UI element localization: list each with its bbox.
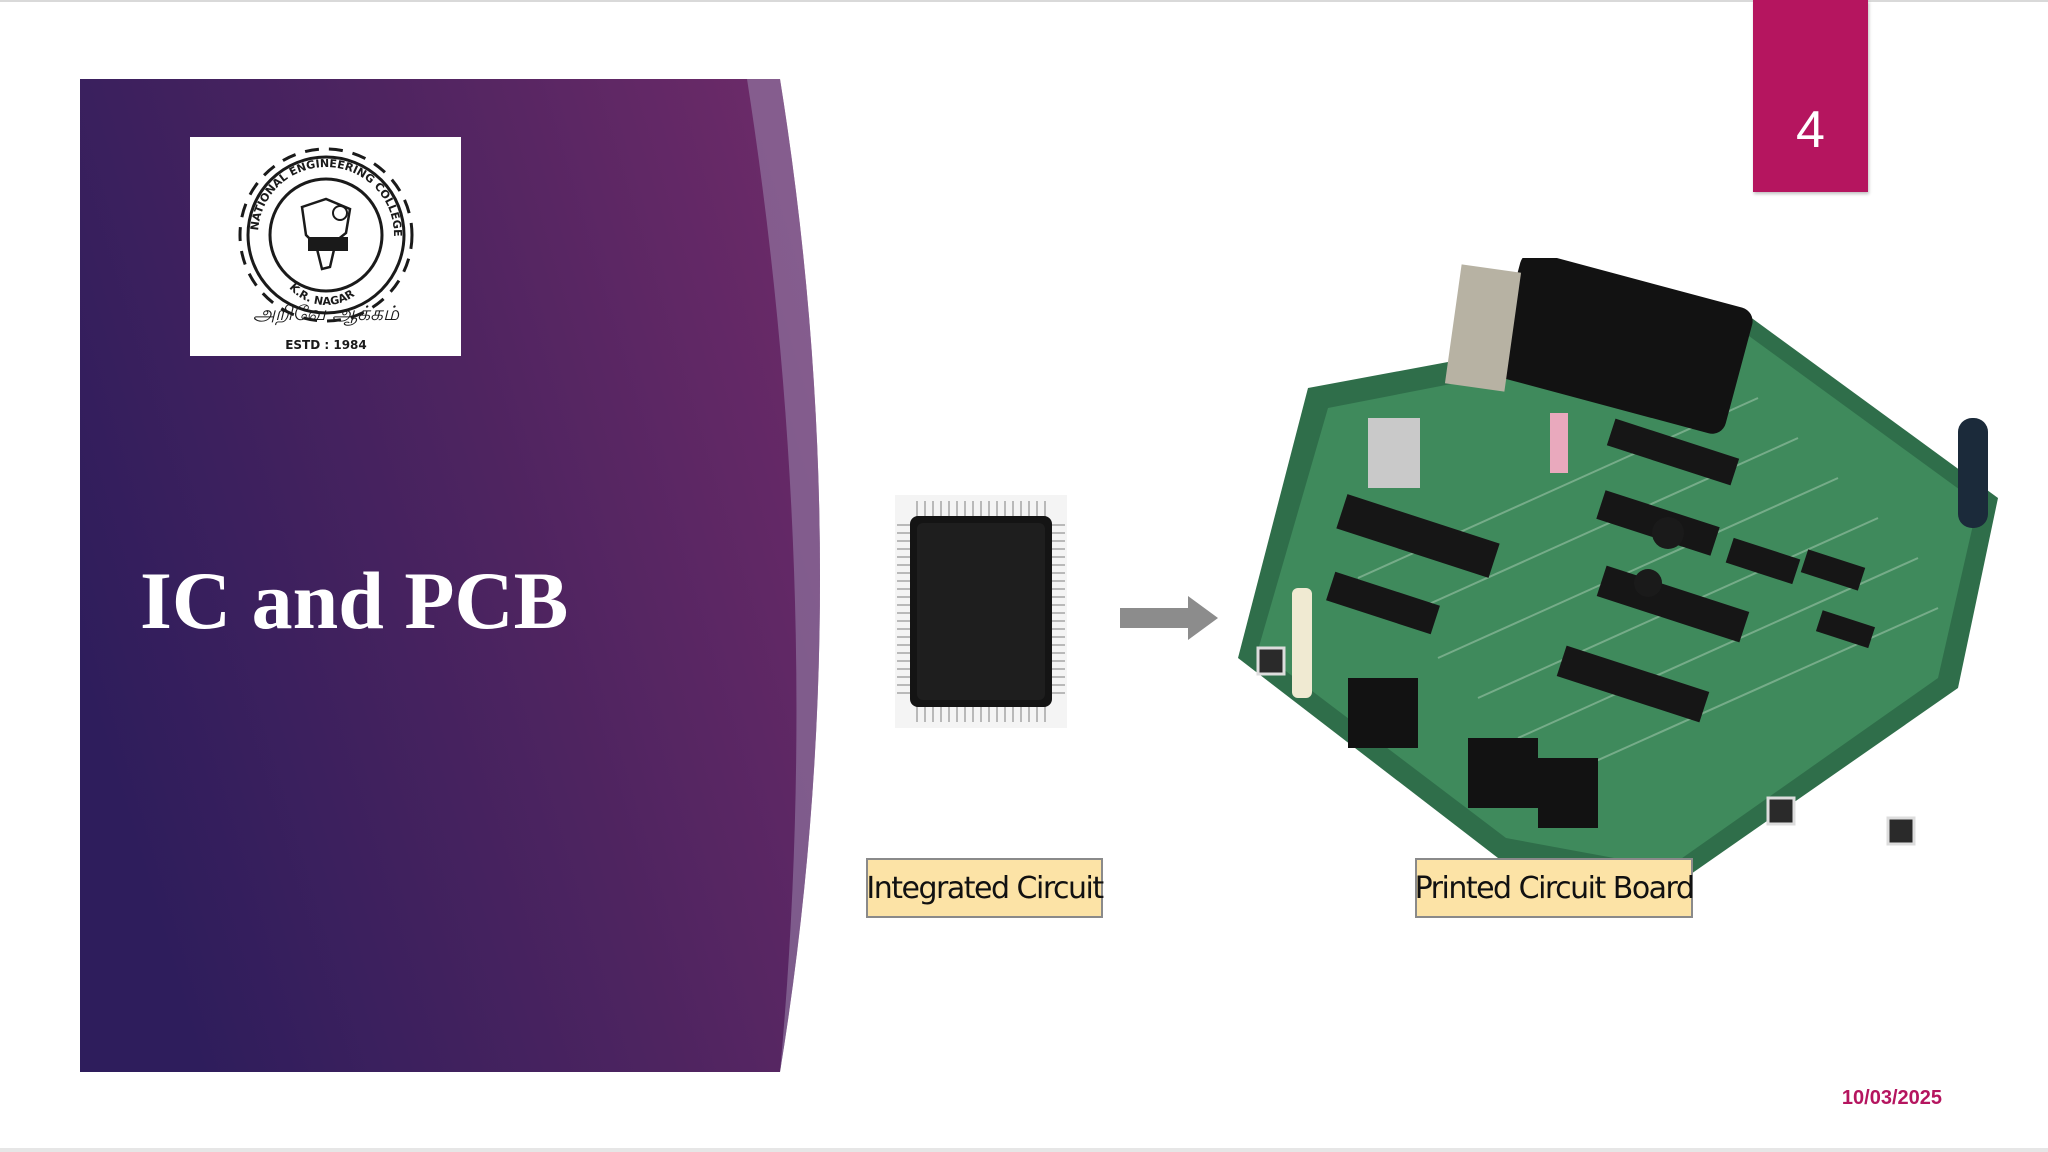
svg-text:அறிவே ஆக்கம்: அறிவே ஆக்கம்	[253, 301, 400, 326]
slide-title: IC and PCB	[140, 555, 569, 646]
right-arrow-icon	[1120, 596, 1218, 640]
integrated-circuit-image	[895, 495, 1067, 728]
svg-text:ESTD : 1984: ESTD : 1984	[285, 338, 367, 352]
printed-circuit-board-label: Printed Circuit Board	[1415, 858, 1695, 918]
bottom-rule	[0, 1148, 2048, 1152]
college-logo: NATIONAL ENGINEERING COLLEGE K.R. NAGAR …	[190, 137, 461, 356]
slide-date: 10/03/2025	[1841, 1087, 1942, 1109]
page-number-tab: 4	[1753, 0, 1868, 192]
integrated-circuit-label: Integrated Circuit	[866, 858, 1104, 918]
page-number: 4	[1796, 101, 1825, 159]
top-rule	[0, 0, 2048, 2]
printed-circuit-board-image	[1238, 258, 1998, 890]
